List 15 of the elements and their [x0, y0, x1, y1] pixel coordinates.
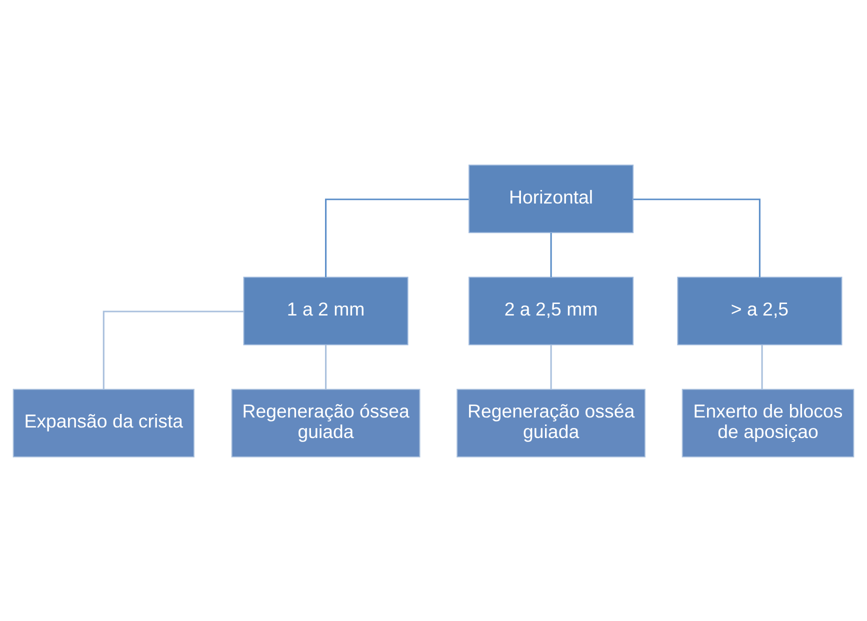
node-box: 1 a 2 mm [243, 276, 408, 345]
node-box: Regeneração osséa guiada [456, 388, 646, 457]
connector [325, 198, 469, 277]
node-box: Regeneração óssea guiada [231, 388, 420, 457]
node-box: Horizontal [468, 164, 634, 233]
node-box: > a 2,5 [677, 276, 842, 345]
connector [633, 198, 760, 277]
node-box: 2 a 2,5 mm [468, 276, 634, 345]
connector [325, 344, 327, 389]
connector [550, 232, 552, 277]
node-box: Enxerto de blocos de aposiçao [682, 388, 854, 457]
connector [102, 310, 244, 389]
connector [761, 344, 763, 389]
node-box: Expansão da crista [12, 388, 194, 457]
connector [550, 344, 552, 389]
